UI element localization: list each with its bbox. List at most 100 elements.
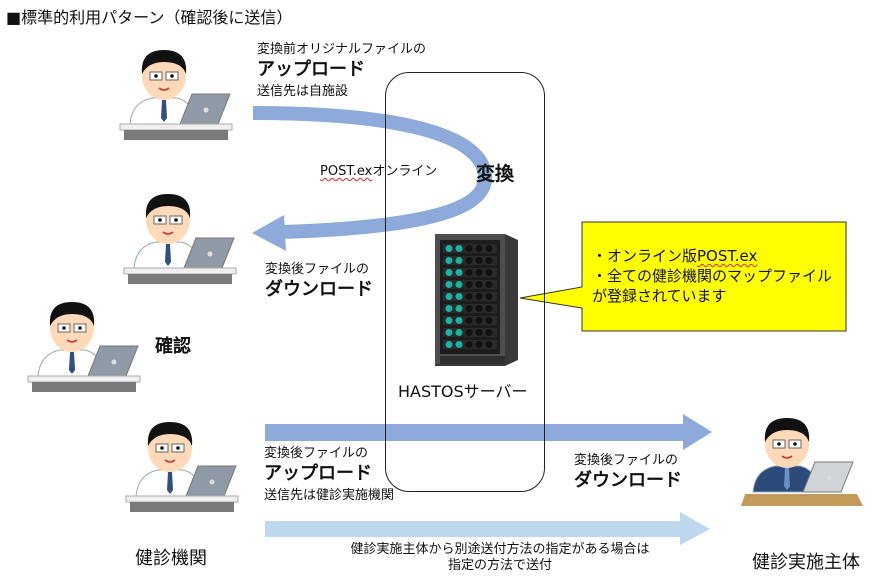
smile <box>162 231 174 235</box>
server-led-on <box>445 329 453 336</box>
hair-icon <box>147 422 193 446</box>
clinic-label: 健診機関 <box>135 548 207 569</box>
face-icon <box>50 304 94 352</box>
server-led-on <box>455 245 463 252</box>
callout-line-1: ・オンライン版POST.ex <box>592 246 832 266</box>
callout-line-2: ・全ての健診機関のマップファイル <box>592 267 833 285</box>
eye <box>160 446 164 450</box>
necktie-icon <box>69 352 75 374</box>
callout-text: ・オンライン版POST.ex ・全ての健診機関のマップファイル が登録されていま… <box>592 246 832 306</box>
step2-description: 変換後ファイルの <box>265 262 370 277</box>
desk-icon <box>123 267 237 275</box>
server-led-off <box>465 329 473 336</box>
clinic-staff-confirm <box>27 302 141 392</box>
step3-action: アップロード <box>264 463 372 484</box>
server-led-off <box>485 269 493 276</box>
desk-icon <box>27 375 141 383</box>
server-led-on <box>445 257 453 264</box>
server-led-off <box>475 245 483 252</box>
callout-bubble <box>519 221 847 332</box>
desk-icon <box>119 123 233 131</box>
server-led-on <box>445 341 453 348</box>
server-led-off <box>465 245 473 252</box>
server-led-off <box>465 317 473 324</box>
server-led-off <box>475 305 483 312</box>
step1-description: 変換前オリジナルファイルの <box>257 42 427 57</box>
server-led-on <box>445 245 453 252</box>
hair-icon <box>141 50 187 74</box>
eye <box>78 326 82 330</box>
alt-arrow-head <box>680 512 710 545</box>
desk-icon <box>741 494 863 506</box>
eye <box>154 74 158 78</box>
clinic-staff-upload <box>119 50 233 140</box>
server-led-off <box>465 257 473 264</box>
server-led-off <box>475 281 483 288</box>
server-label: HASTOSサーバー <box>398 382 528 401</box>
step4-action: ダウンロード <box>574 470 682 491</box>
callout-line-1-prefix: ・オンライン版 <box>592 247 698 265</box>
hastos-server-box <box>385 72 545 492</box>
server-led-on <box>455 293 463 300</box>
server-led-off <box>485 257 493 264</box>
postex-online-label: POST.exオンライン <box>320 164 437 180</box>
online-label: オンライン <box>372 164 438 179</box>
diagram-title: ■標準的利用パターン（確認後に送信） <box>6 8 293 27</box>
server-led-on <box>445 305 453 312</box>
convert-label: 変換 <box>476 163 515 185</box>
server-led-on <box>455 305 463 312</box>
desk-icon <box>125 495 239 503</box>
smile <box>158 87 170 91</box>
server-led-off <box>475 341 483 348</box>
server-led-on <box>455 281 463 288</box>
step3-destination: 送信先は健診実施機関 <box>264 488 395 503</box>
desk-front <box>124 130 228 140</box>
hair-icon <box>145 194 191 218</box>
step1-action: アップロード <box>257 59 365 80</box>
eye <box>170 74 174 78</box>
server-icon <box>435 234 518 366</box>
face-icon <box>765 420 809 468</box>
face-icon <box>142 52 186 100</box>
server-led-off <box>465 341 473 348</box>
step1-destination: 送信先は自施設 <box>257 84 349 99</box>
smile <box>781 455 793 459</box>
server-led-on <box>455 341 463 348</box>
alt-route-line-1: 健診実施主体から別途送付方法の指定がある場合は <box>350 542 650 557</box>
curved-arrow <box>252 106 493 239</box>
server-led-on <box>455 329 463 336</box>
server-led-on <box>445 293 453 300</box>
upload-arrow-head <box>683 414 712 450</box>
server-led-off <box>485 317 493 324</box>
server-led-off <box>475 257 483 264</box>
step3-description: 変換後ファイルの <box>264 446 369 461</box>
server-led-off <box>485 281 493 288</box>
server-led-off <box>485 305 493 312</box>
server-led-on <box>455 257 463 264</box>
necktie-icon <box>165 244 171 266</box>
smile <box>66 339 78 343</box>
laptop-logo <box>209 479 215 485</box>
laptop-logo <box>203 107 209 113</box>
eye <box>62 326 66 330</box>
step4-description: 変換後ファイルの <box>574 453 679 468</box>
callout-line-3: が登録されています <box>592 287 727 305</box>
clinic-staff-download <box>123 194 237 284</box>
laptop-logo <box>826 475 832 481</box>
curved-arrow-head <box>252 215 286 251</box>
callout-postex: POST.ex <box>697 247 758 265</box>
server-led-on <box>445 281 453 288</box>
upload-arrow-shaft <box>265 424 683 441</box>
desk-front <box>130 502 234 512</box>
server-led-off <box>465 281 473 288</box>
laptop-logo <box>207 251 213 257</box>
confirm-label: 確認 <box>155 336 191 357</box>
implementer-label: 健診実施主体 <box>752 552 860 573</box>
face-icon <box>146 196 190 244</box>
server-led-on <box>455 269 463 276</box>
server-led-off <box>475 329 483 336</box>
implementer-staff <box>741 418 863 506</box>
clinic-staff-send <box>125 422 239 512</box>
laptop-logo <box>111 359 117 365</box>
